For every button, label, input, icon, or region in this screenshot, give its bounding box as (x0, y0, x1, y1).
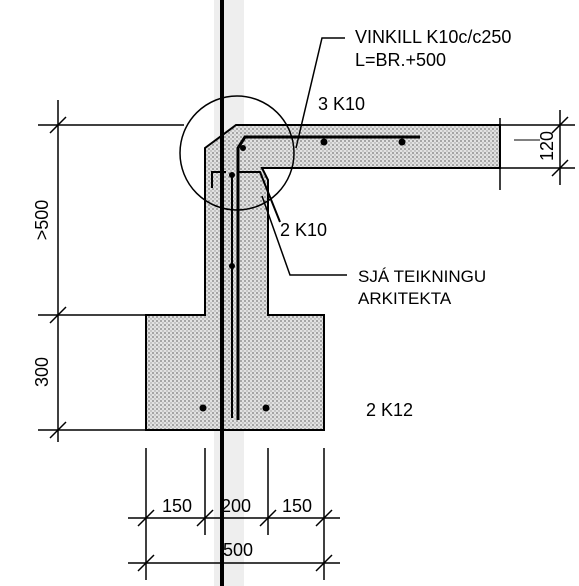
top-bar-dot (320, 138, 328, 146)
note-leader (261, 195, 347, 276)
left-dim-tick (49, 306, 67, 324)
bottom-dim-tick (196, 509, 214, 527)
bottom-dim-tick (259, 509, 277, 527)
left-dim-tick (49, 116, 67, 134)
stem-height-dim: >500 (32, 200, 52, 241)
stem-bar-dot (229, 172, 235, 178)
callout-length-label: L=BR.+500 (355, 50, 446, 70)
stem-bar-dot (229, 263, 235, 269)
detail-circle (179, 95, 295, 211)
angle-rebar (236, 135, 420, 420)
top-bar-dot (398, 138, 406, 146)
bottom-dim-tick (137, 554, 155, 572)
footing-height-dim: 300 (32, 357, 52, 387)
stem-outer-rebar (211, 171, 226, 188)
stem-bars-label: 2 K10 (280, 220, 327, 240)
stem-rebar (238, 171, 281, 223)
note-line1: SJÁ TEIKNINGU (358, 267, 486, 286)
bottom-dim-tick (315, 554, 333, 572)
top-bars-label: 3 K10 (318, 94, 365, 114)
slab-thickness-dim: 120 (537, 131, 557, 161)
callout-bracket-label: VINKILL K10c/c250 (355, 27, 511, 47)
footing-width-dim: 500 (223, 540, 253, 560)
footing-bar-dot (262, 404, 270, 412)
footing-bars-label: 2 K12 (366, 400, 413, 420)
bottom-dim-tick (315, 509, 333, 527)
callout-leader (295, 37, 345, 149)
footing-left-offset-dim: 150 (162, 496, 192, 516)
left-dim-tick (49, 421, 67, 439)
footing-right-offset-dim: 150 (282, 496, 312, 516)
stem-width-dim: 200 (221, 496, 251, 516)
right-dim-tick (551, 159, 569, 177)
top-bar-dot (240, 145, 246, 151)
bottom-dim-tick (137, 509, 155, 527)
footing-bar-dot (199, 404, 207, 412)
note-line2: ARKITEKTA (358, 289, 452, 308)
right-dim-tick (551, 116, 569, 134)
